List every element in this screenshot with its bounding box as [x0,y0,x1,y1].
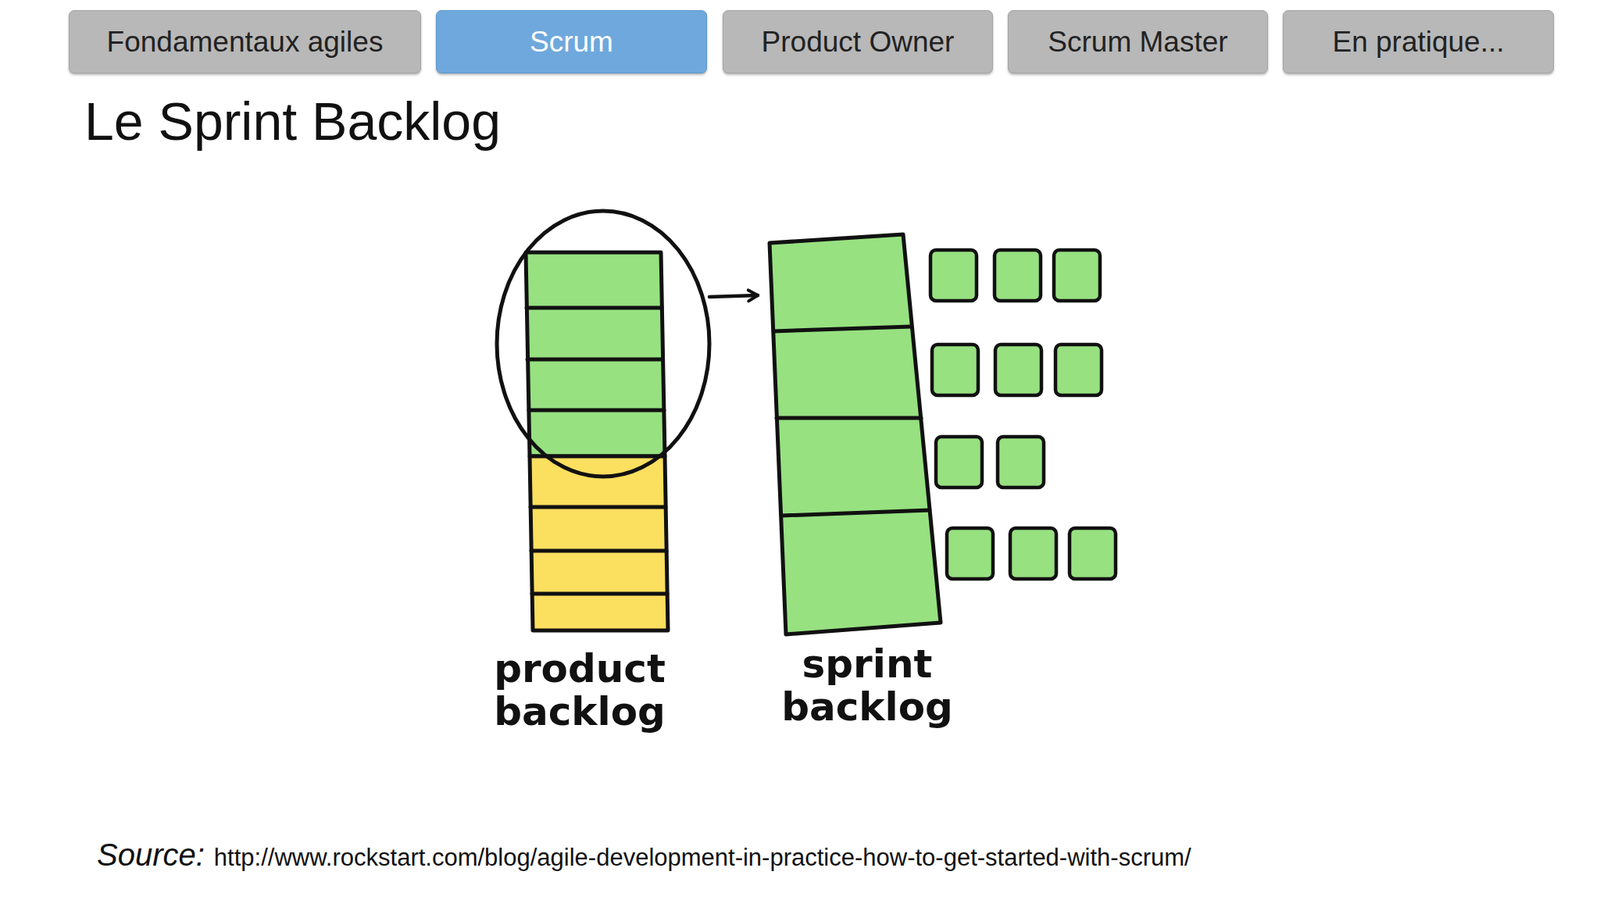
product-backlog-yellow [529,456,668,631]
nav-tab: Product Owner [722,10,993,74]
backlog-column: sprint backlog [757,234,977,729]
column-label: sprint backlog [757,642,977,729]
tab-label: Fondamentaux agiles [107,25,384,59]
slide-title: Le Sprint Backlog [84,92,501,151]
source-url: http://www.rockstart.com/blog/agile-deve… [214,843,1192,872]
nav-tab: Fondamentaux agiles [68,10,422,74]
backlog-rows [526,307,668,594]
selection-circle [496,210,710,477]
task-squares [930,250,1116,579]
tab-label: En pratique... [1332,25,1504,59]
tab-label: Scrum Master [1047,25,1228,59]
tab-label: Scrum [529,25,614,59]
flow-arrow [709,295,758,297]
sprint-backlog-column [769,234,941,635]
source-line: Source: http://www.rockstart.com/blog/agi… [96,837,1192,873]
column-label: product backlog [450,647,710,734]
tab-label: Product Owner [761,25,955,59]
nav-tab: En pratique... [1282,10,1554,74]
source-caption: Source: [96,837,205,873]
backlog-column: product backlog [450,209,710,734]
sprint-rows [773,326,930,516]
nav-tab: Scrum Master [1007,10,1268,74]
product-backlog-green [525,252,665,457]
nav-tab: Scrum [435,10,708,74]
